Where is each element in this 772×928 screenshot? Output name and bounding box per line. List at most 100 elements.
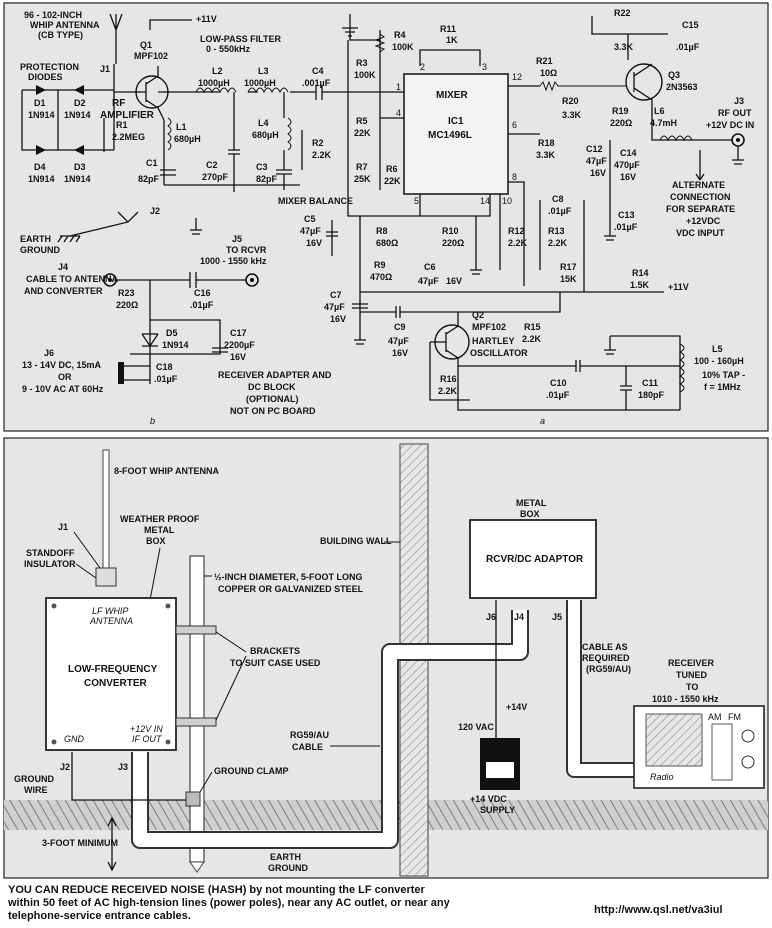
- r12-value: 2.2K: [508, 238, 528, 248]
- bracket-top: [175, 625, 217, 635]
- standoff-label-2: INSULATOR: [24, 559, 76, 569]
- antenna-label-3: (CB TYPE): [38, 30, 83, 40]
- whip-label: 8-FOOT WHIP ANTENNA: [114, 466, 219, 476]
- j6-jack: [118, 362, 124, 384]
- supply-11v-bottom: +11V: [668, 282, 689, 292]
- hartley-label-1: HARTLEY: [472, 336, 515, 346]
- l2-coil: [195, 87, 237, 94]
- pin-12: 12: [512, 72, 522, 82]
- pin-14: 14: [480, 196, 490, 206]
- d4-ref: D4: [34, 162, 46, 172]
- pin-1: 1: [396, 82, 401, 92]
- rf-amp-label-1: RF: [112, 98, 125, 109]
- earth-ground-label-1: EARTH: [270, 852, 301, 862]
- d3-ref: D3: [74, 162, 86, 172]
- r8-ref: R8: [376, 226, 388, 236]
- c9-voltage: 16V: [392, 348, 408, 358]
- r6-value: 22K: [384, 176, 401, 186]
- bracket-bottom: [175, 717, 217, 727]
- three-foot-label: 3-FOOT MINIMUM: [42, 838, 118, 848]
- adaptor-box: [469, 519, 597, 599]
- c16-value: .01µF: [190, 300, 214, 310]
- c14-ref: C14: [620, 148, 637, 158]
- c11-value: 180pF: [638, 390, 665, 400]
- r18-value: 3.3K: [536, 150, 556, 160]
- pin-5: 5: [414, 196, 419, 206]
- l5-freq: f = 1MHz: [704, 382, 741, 392]
- diode-d3: [74, 145, 84, 155]
- c15-ref: C15: [682, 20, 699, 30]
- radio-knob-2: [741, 755, 755, 769]
- r9-ref: R9: [374, 260, 386, 270]
- j6-line2: OR: [58, 372, 72, 382]
- q1-part: MPF102: [134, 51, 168, 61]
- l4-coil: [287, 117, 292, 151]
- r2-ref: R2: [312, 138, 324, 148]
- c14-voltage: 16V: [620, 172, 636, 182]
- c7-ref: C7: [330, 290, 342, 300]
- plus14v-label: +14V: [506, 702, 527, 712]
- mixer-label: MIXER: [436, 90, 468, 101]
- adaptor-label: RCVR/DC ADAPTOR: [486, 554, 584, 565]
- cable-required-1: CABLE AS: [582, 642, 628, 652]
- converter-box: [45, 597, 177, 751]
- j4-line1: CABLE TO ANTENNA: [26, 274, 119, 284]
- caption-line-1: YOU CAN REDUCE RECEIVED NOISE (HASH) by …: [8, 884, 425, 896]
- c12-voltage: 16V: [590, 168, 606, 178]
- j5-label-bottom: J5: [552, 612, 562, 622]
- ground-clamp: [185, 791, 201, 807]
- building-wall-label: BUILDING WALL: [320, 536, 392, 546]
- converter-label-2: CONVERTER: [84, 678, 148, 689]
- adapter-line2: DC BLOCK: [248, 382, 296, 392]
- d1-ref: D1: [34, 98, 46, 108]
- ic1-ref: IC1: [448, 116, 464, 127]
- metal-box-label-1: METAL: [516, 498, 547, 508]
- receiver-label-1: RECEIVER: [668, 658, 715, 668]
- r10-value: 220Ω: [442, 238, 464, 248]
- box-12v-text: +12V IN: [130, 724, 163, 734]
- d2-ref: D2: [74, 98, 86, 108]
- r21-resistor: [539, 80, 628, 92]
- j1-label: J1: [100, 64, 110, 74]
- caption-line-2: within 50 feet of AC high-tension lines …: [8, 897, 450, 909]
- l4-ref: L4: [258, 118, 269, 128]
- ground-wire-label-2: WIRE: [24, 785, 48, 795]
- converter-label-1: LOW-FREQUENCY: [68, 664, 158, 675]
- supply-label-1: +14 VDC: [470, 794, 507, 804]
- r11-ref: R11: [440, 24, 456, 34]
- r22-value: 3.3K: [614, 42, 634, 52]
- r18-ref: R18: [538, 138, 555, 148]
- receiver-label-2: TUNED: [676, 670, 707, 680]
- j4-ref: J4: [58, 262, 68, 272]
- r22-ref: R22: [614, 8, 631, 18]
- l2-ref: L2: [212, 66, 223, 76]
- c4-ref: C4: [312, 66, 324, 76]
- l5-value: 100 - 160µH: [694, 356, 744, 366]
- receiver-label-4: 1010 - 1550 kHz: [652, 694, 719, 704]
- alt-line5: VDC INPUT: [676, 228, 725, 238]
- c12-value: 47µF: [586, 156, 607, 166]
- radio-knob-1: [741, 729, 755, 743]
- c10-ref: C10: [550, 378, 567, 388]
- l5-ref: L5: [712, 344, 723, 354]
- alt-line2: CONNECTION: [670, 192, 731, 202]
- r20-value: 3.3K: [562, 110, 582, 120]
- panel-label-a: a: [540, 416, 545, 426]
- earth-label-2: GROUND: [20, 245, 60, 255]
- pipe-label-1: ½-INCH DIAMETER, 5-FOOT LONG: [214, 572, 363, 582]
- alt-line1: ALTERNATE: [672, 180, 725, 190]
- j6-ref: J6: [44, 348, 54, 358]
- brackets-label-1: BRACKETS: [250, 646, 300, 656]
- r11-value: 1K: [446, 35, 458, 45]
- ground-pipe: [189, 555, 205, 863]
- j6-line3: 9 - 10V AC AT 60Hz: [22, 384, 104, 394]
- ground-wire-label-1: GROUND: [14, 774, 54, 784]
- rg59-label-1: RG59/AU: [290, 730, 329, 740]
- c13-ref: C13: [618, 210, 635, 220]
- d4-value: 1N914: [28, 174, 55, 184]
- c9-value: 47µF: [388, 336, 409, 346]
- l5-tap: 10% TAP -: [702, 370, 745, 380]
- pin-4: 4: [396, 108, 401, 118]
- antenna-label-2: WHIP ANTENNA: [30, 20, 100, 30]
